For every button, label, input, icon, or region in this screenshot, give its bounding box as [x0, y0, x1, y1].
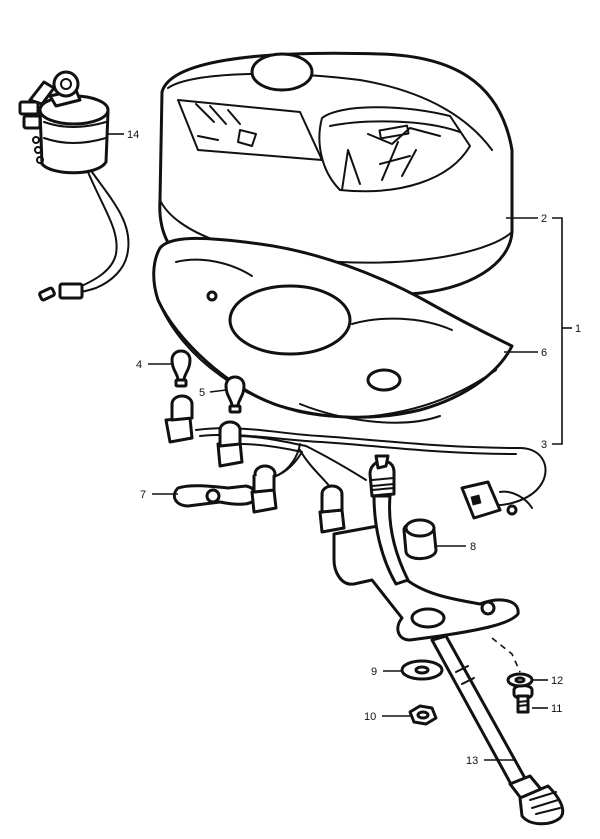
callout-4: 4 — [136, 359, 142, 371]
callout-2: 2 — [541, 213, 547, 225]
callout-3: 3 — [541, 439, 547, 451]
meter-housing — [158, 51, 514, 297]
bulb-4 — [170, 349, 192, 388]
callout-12: 12 — [551, 675, 563, 687]
bolt-11 — [512, 684, 534, 714]
speedometer-cable — [430, 634, 565, 826]
callout-1: 1 — [575, 323, 581, 335]
callout-8: 8 — [470, 541, 476, 553]
callout-leaders — [148, 217, 572, 761]
callout-6: 6 — [541, 347, 547, 359]
wiring-harness-with-sockets — [164, 394, 547, 534]
washer-9 — [400, 659, 444, 681]
bulb-5 — [224, 375, 246, 414]
callout-7: 7 — [140, 489, 146, 501]
callout-13: 13 — [466, 755, 478, 767]
callout-5: 5 — [199, 387, 205, 399]
washer-12 — [506, 672, 534, 688]
meter-case-lower — [152, 236, 514, 424]
callout-14: 14 — [127, 129, 139, 141]
assembly-guide-line — [491, 637, 521, 673]
callout-10: 10 — [364, 711, 376, 723]
nut-10 — [408, 704, 438, 726]
callout-9: 9 — [371, 666, 377, 678]
ignition-switch-assembly — [18, 70, 130, 302]
callout-11: 11 — [551, 703, 562, 715]
meter-bracket-and-drive — [332, 454, 520, 642]
